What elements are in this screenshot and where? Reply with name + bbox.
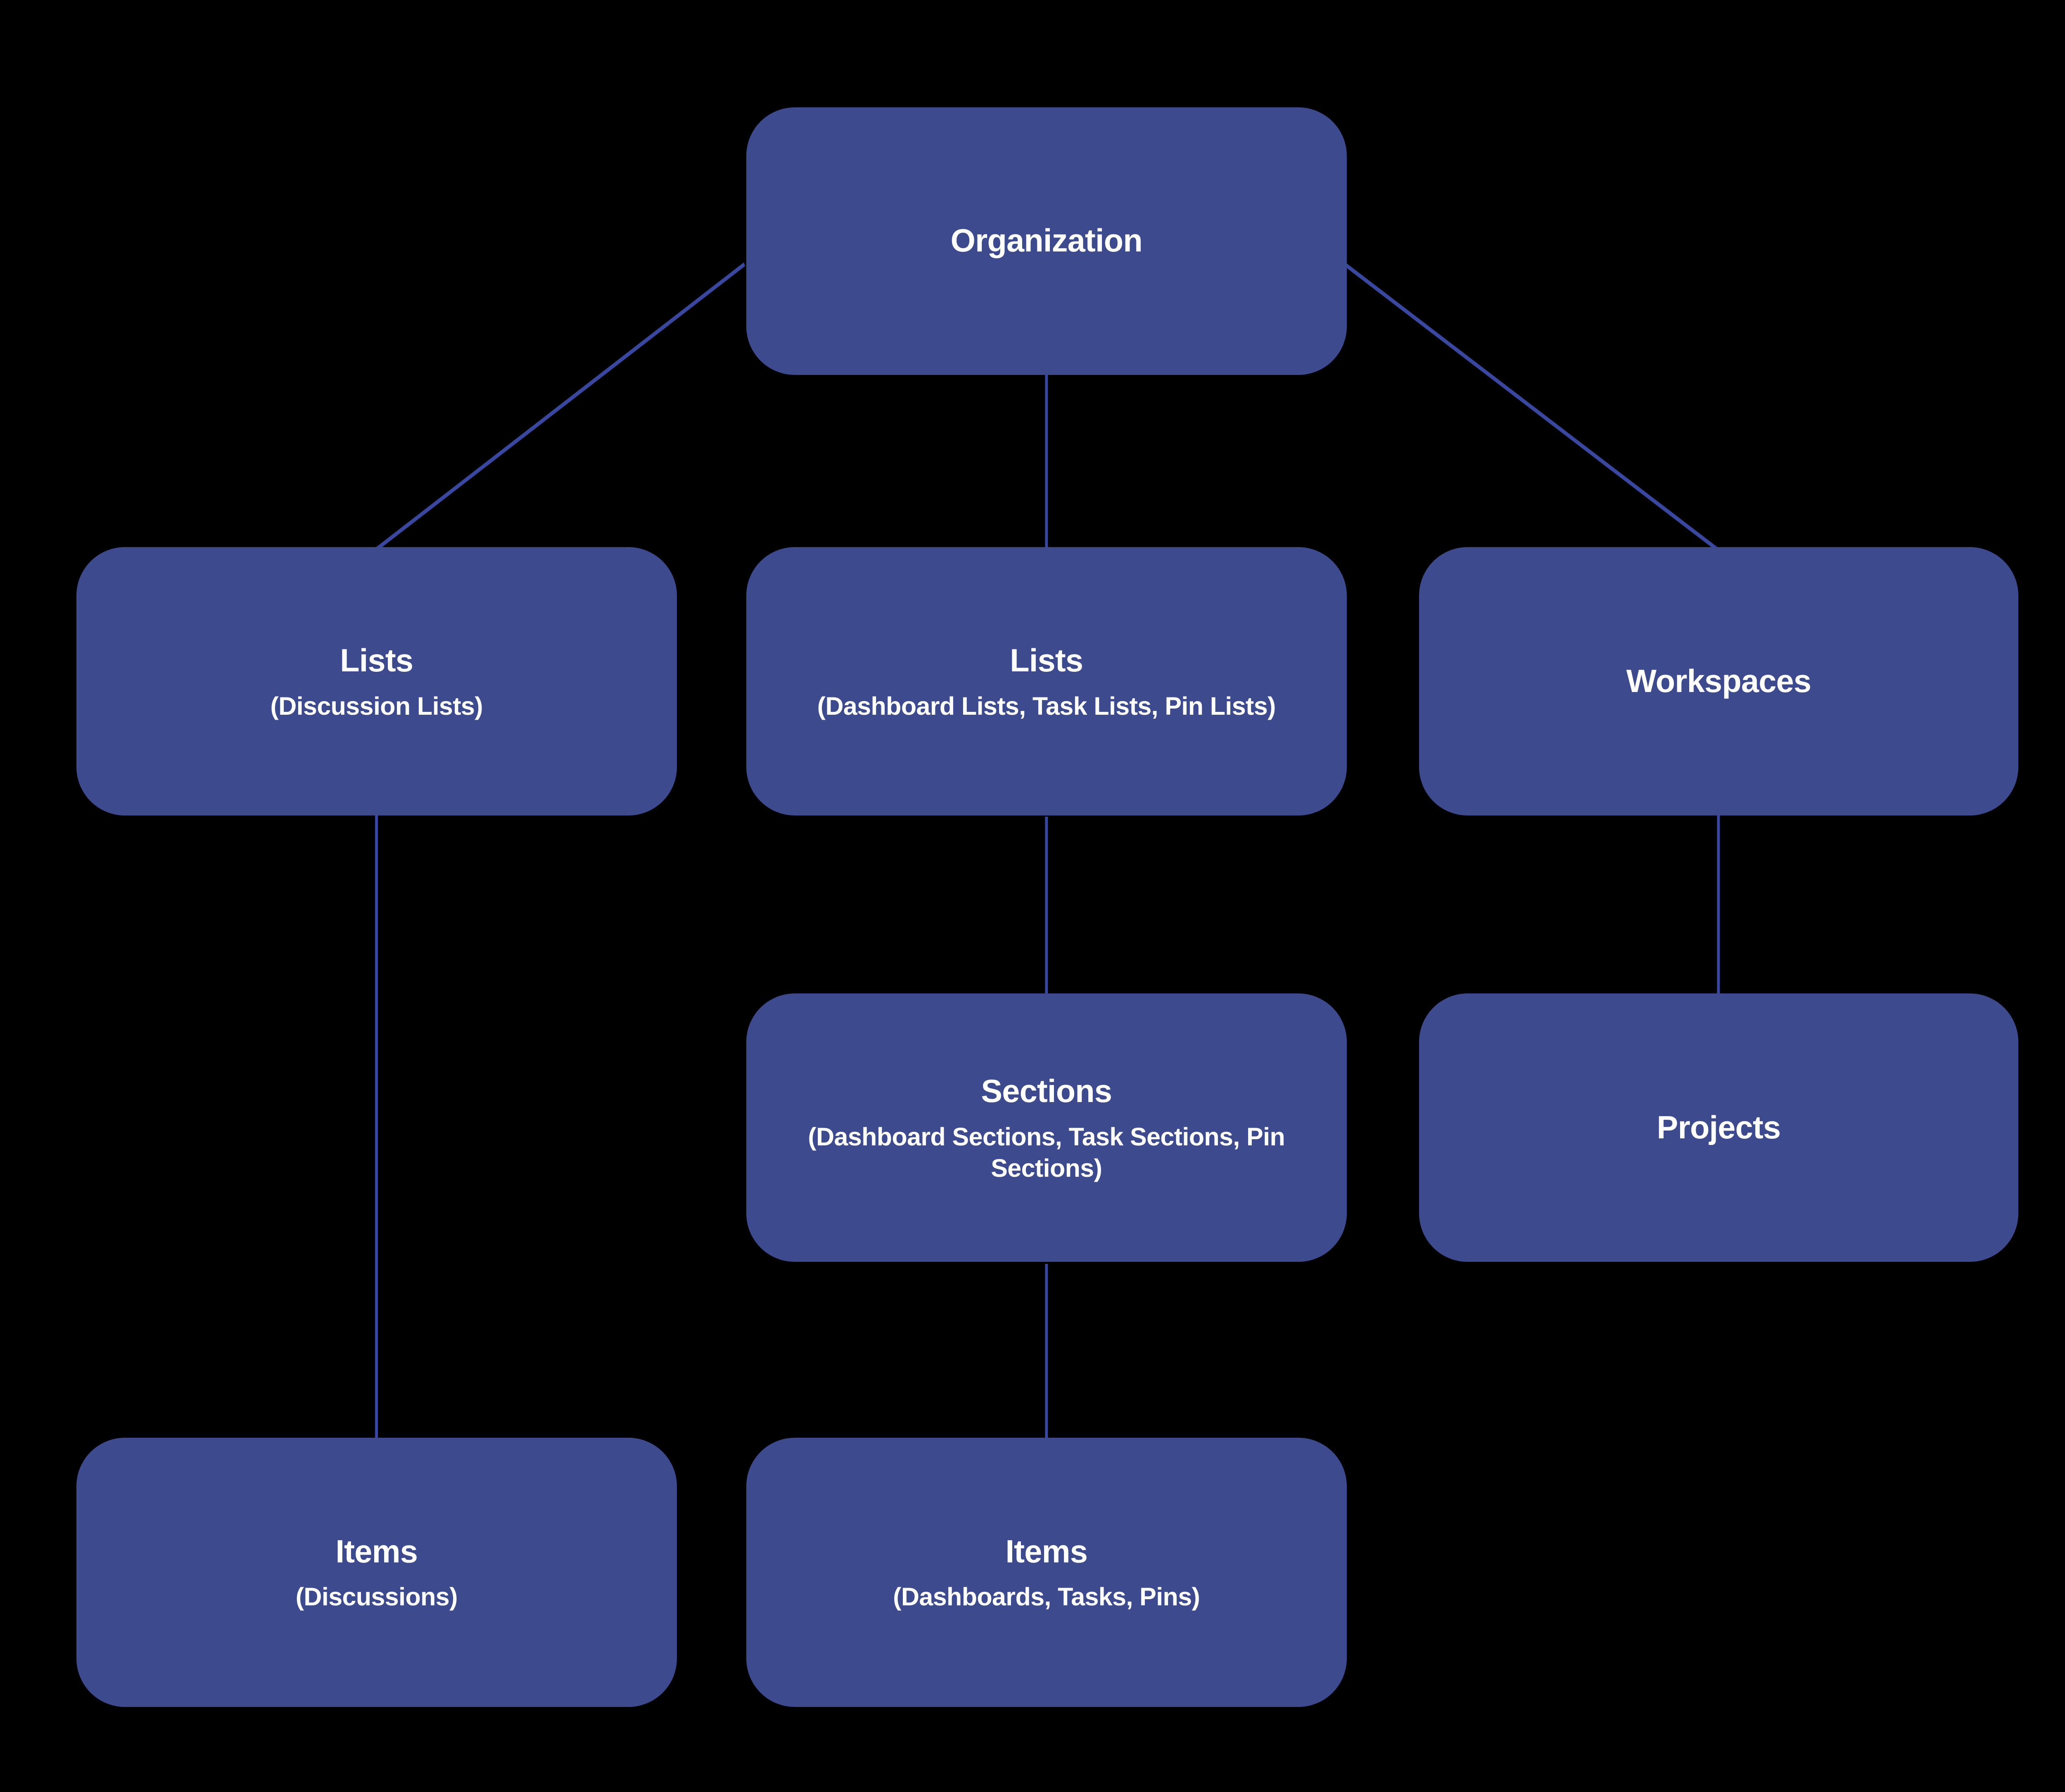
node-workspaces: Workspaces	[1419, 547, 2018, 816]
node-title: Projects	[1657, 1109, 1781, 1145]
node-title: Workspaces	[1626, 663, 1811, 699]
node-title: Organization	[950, 223, 1143, 259]
node-title: Lists	[340, 643, 413, 679]
node-organization: Organization	[746, 107, 1347, 375]
node-lists-dashboard: Lists (Dashboard Lists, Task Lists, Pin …	[746, 547, 1347, 816]
node-sections: Sections (Dashboard Sections, Task Secti…	[746, 993, 1347, 1262]
node-items-dashboards: Items (Dashboards, Tasks, Pins)	[746, 1437, 1347, 1707]
node-subtitle: (Dashboard Lists, Task Lists, Pin Lists)	[817, 692, 1276, 720]
edge-organization-lists-discussion	[375, 262, 745, 551]
edge-organization-workspaces	[1344, 262, 1718, 551]
node-subtitle: (Discussion Lists)	[270, 692, 483, 720]
node-items-discussions: Items (Discussions)	[76, 1437, 677, 1707]
node-title: Sections	[981, 1074, 1112, 1109]
node-title: Items	[335, 1534, 418, 1570]
node-subtitle: (Dashboard Sections, Task Sections, Pin …	[808, 1122, 1285, 1182]
node-subtitle: (Discussions)	[295, 1583, 458, 1611]
node-projects: Projects	[1419, 993, 2018, 1262]
node-lists-discussion: Lists (Discussion Lists)	[76, 547, 677, 816]
node-subtitle: (Dashboards, Tasks, Pins)	[893, 1583, 1200, 1611]
node-title: Lists	[1010, 643, 1083, 679]
node-title: Items	[1005, 1534, 1088, 1570]
